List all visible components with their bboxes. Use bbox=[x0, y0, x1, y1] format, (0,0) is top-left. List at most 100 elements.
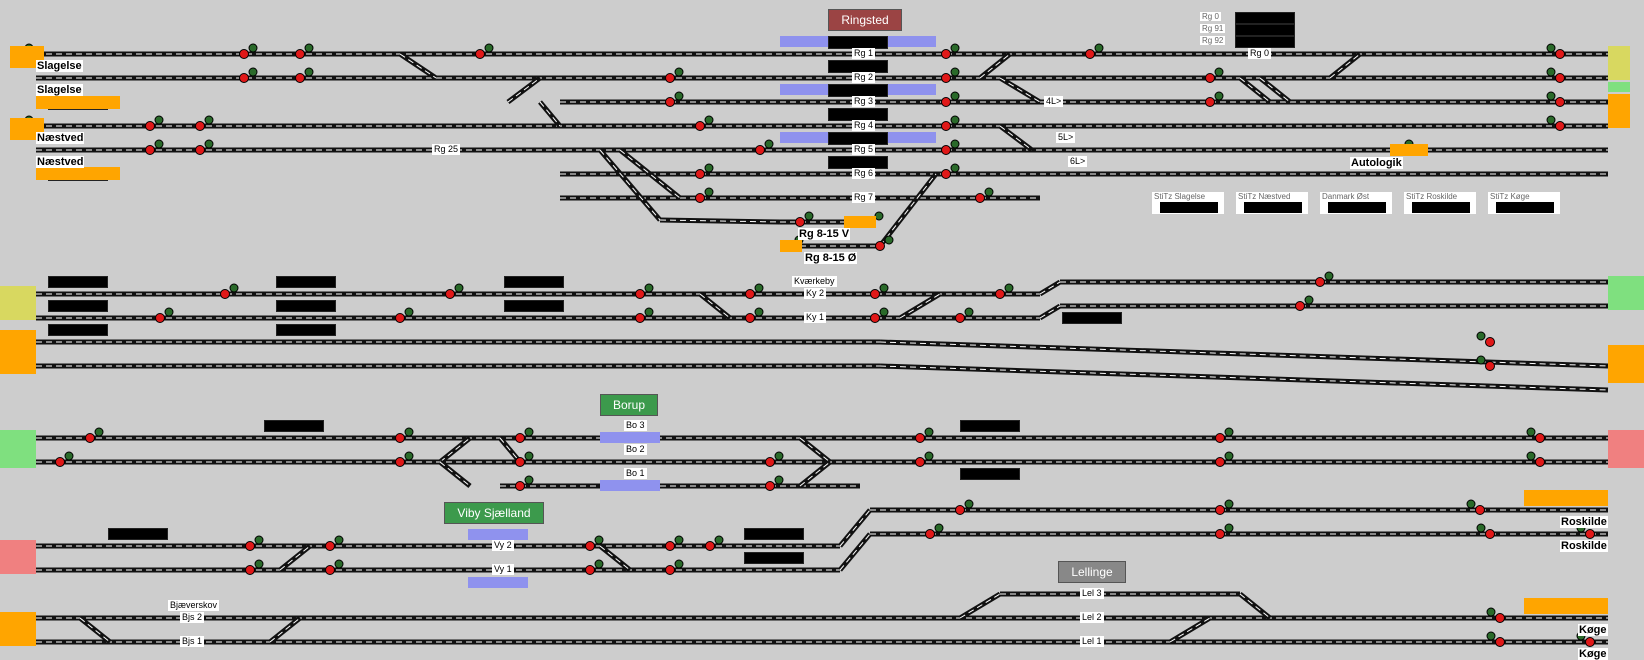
edge-indicator-slagelse-out[interactable] bbox=[36, 96, 120, 109]
edge-indicator-west[interactable] bbox=[0, 612, 36, 646]
signal[interactable] bbox=[295, 43, 314, 59]
track-segment[interactable] bbox=[268, 616, 302, 644]
signal[interactable] bbox=[1215, 523, 1234, 539]
track-segment[interactable] bbox=[1168, 615, 1212, 645]
track-segment[interactable] bbox=[659, 217, 781, 225]
track-segment[interactable] bbox=[978, 52, 1012, 80]
edge-indicator-slagelse[interactable] bbox=[10, 46, 44, 68]
signal[interactable] bbox=[395, 427, 414, 443]
edge-indicator-roskilde[interactable] bbox=[1524, 490, 1608, 506]
track-label-vy1[interactable]: Vy 1 bbox=[492, 564, 514, 575]
signal[interactable] bbox=[55, 451, 74, 467]
signal[interactable] bbox=[955, 307, 974, 323]
stitz-roskilde[interactable]: StiTz Roskilde bbox=[1404, 192, 1476, 214]
signal[interactable] bbox=[1486, 607, 1505, 623]
edge-indicator-autologik[interactable] bbox=[1390, 144, 1428, 156]
station-lellinge[interactable]: Lellinge bbox=[1058, 561, 1126, 583]
signal[interactable] bbox=[941, 163, 960, 179]
track-segment[interactable] bbox=[398, 51, 438, 81]
train-number-field[interactable] bbox=[744, 552, 804, 564]
stitz-koege[interactable]: StiTz Køge bbox=[1488, 192, 1560, 214]
train-number-field[interactable] bbox=[276, 300, 336, 312]
signal[interactable] bbox=[475, 43, 494, 59]
signal[interactable] bbox=[145, 139, 164, 155]
edge-indicator-east[interactable] bbox=[1608, 430, 1644, 468]
signal[interactable] bbox=[395, 451, 414, 467]
signal[interactable] bbox=[1546, 115, 1565, 131]
signal[interactable] bbox=[765, 451, 784, 467]
station-borup[interactable]: Borup bbox=[600, 394, 658, 416]
signal[interactable] bbox=[915, 427, 934, 443]
track-segment[interactable] bbox=[1038, 279, 1062, 297]
signal[interactable] bbox=[239, 43, 258, 59]
signal[interactable] bbox=[941, 67, 960, 83]
signal[interactable] bbox=[395, 307, 414, 323]
signal[interactable] bbox=[795, 211, 814, 227]
edge-indicator-rg815[interactable] bbox=[780, 240, 802, 252]
train-number-field[interactable] bbox=[960, 420, 1020, 432]
track-label-bjs2[interactable]: Bjs 2 bbox=[180, 612, 205, 623]
signal[interactable] bbox=[585, 559, 604, 575]
track-segment[interactable] bbox=[498, 436, 522, 464]
train-number-field[interactable] bbox=[1235, 24, 1295, 36]
signal[interactable] bbox=[1466, 499, 1485, 515]
signal[interactable] bbox=[85, 427, 104, 443]
track-segment[interactable] bbox=[1258, 76, 1292, 104]
train-number-field[interactable] bbox=[264, 420, 324, 432]
track-label-lel2[interactable]: Lel 2 bbox=[1080, 612, 1104, 623]
signal[interactable] bbox=[941, 43, 960, 59]
track-label-bo3[interactable]: Bo 3 bbox=[624, 420, 647, 431]
track-label-rg6[interactable]: Rg 6 bbox=[852, 168, 876, 179]
signal[interactable] bbox=[870, 283, 889, 299]
signal[interactable] bbox=[755, 139, 774, 155]
edge-indicator-east[interactable] bbox=[1608, 276, 1644, 310]
track-segment[interactable] bbox=[1038, 303, 1062, 321]
signal[interactable] bbox=[915, 451, 934, 467]
edge-indicator-koege[interactable] bbox=[1524, 598, 1608, 614]
track-label-rg2[interactable]: Rg 2 bbox=[852, 72, 876, 83]
signal[interactable] bbox=[1085, 43, 1104, 59]
signal[interactable] bbox=[245, 535, 264, 551]
signal[interactable] bbox=[925, 523, 944, 539]
signal[interactable] bbox=[695, 163, 714, 179]
signal[interactable] bbox=[195, 115, 214, 131]
train-number-field[interactable] bbox=[744, 528, 804, 540]
track-label-bo1[interactable]: Bo 1 bbox=[624, 468, 647, 479]
track-segment[interactable] bbox=[898, 291, 942, 321]
track-segment[interactable] bbox=[618, 148, 682, 200]
track-label-bjs1[interactable]: Bjs 1 bbox=[180, 636, 205, 647]
edge-indicator-east[interactable] bbox=[1608, 94, 1630, 128]
signal[interactable] bbox=[955, 499, 974, 515]
track-segment[interactable] bbox=[506, 76, 542, 104]
track-label-rg815v[interactable]: Rg 8-15 V bbox=[798, 228, 851, 240]
edge-indicator-east[interactable] bbox=[1608, 345, 1644, 383]
signal[interactable] bbox=[635, 283, 654, 299]
edge-indicator-west[interactable] bbox=[0, 430, 36, 468]
signal[interactable] bbox=[295, 67, 314, 83]
track-label-rg815o[interactable]: Rg 8-15 Ø bbox=[804, 252, 858, 264]
track-segment[interactable] bbox=[878, 172, 938, 248]
train-number-field[interactable] bbox=[108, 528, 168, 540]
edge-indicator-east-mid[interactable] bbox=[1608, 82, 1630, 92]
track-label-rg5[interactable]: Rg 5 bbox=[852, 144, 876, 155]
edge-indicator-west[interactable] bbox=[0, 286, 36, 320]
track-label-vy2[interactable]: Vy 2 bbox=[492, 540, 514, 551]
track-label-route-6l[interactable]: 6L> bbox=[1068, 156, 1088, 167]
stitz-danmark-oest[interactable]: Danmark Øst bbox=[1320, 192, 1392, 214]
signal[interactable] bbox=[635, 307, 654, 323]
edge-indicator-rg815[interactable] bbox=[844, 216, 876, 228]
signal[interactable] bbox=[665, 67, 684, 83]
track-segment[interactable] bbox=[838, 532, 872, 572]
signal[interactable] bbox=[870, 307, 889, 323]
stitz-slagelse[interactable]: StiTz Slagelse bbox=[1152, 192, 1224, 214]
track-label-route-5l[interactable]: 5L> bbox=[1056, 132, 1076, 143]
signal[interactable] bbox=[445, 283, 464, 299]
signal[interactable] bbox=[325, 559, 344, 575]
signal[interactable] bbox=[1205, 91, 1224, 107]
track-label-ky2[interactable]: Ky 2 bbox=[804, 288, 827, 299]
track-label-rg3[interactable]: Rg 3 bbox=[852, 96, 876, 107]
signal[interactable] bbox=[195, 139, 214, 155]
signal[interactable] bbox=[665, 535, 684, 551]
train-number-field[interactable] bbox=[1235, 36, 1295, 48]
track-segment[interactable] bbox=[598, 544, 632, 572]
